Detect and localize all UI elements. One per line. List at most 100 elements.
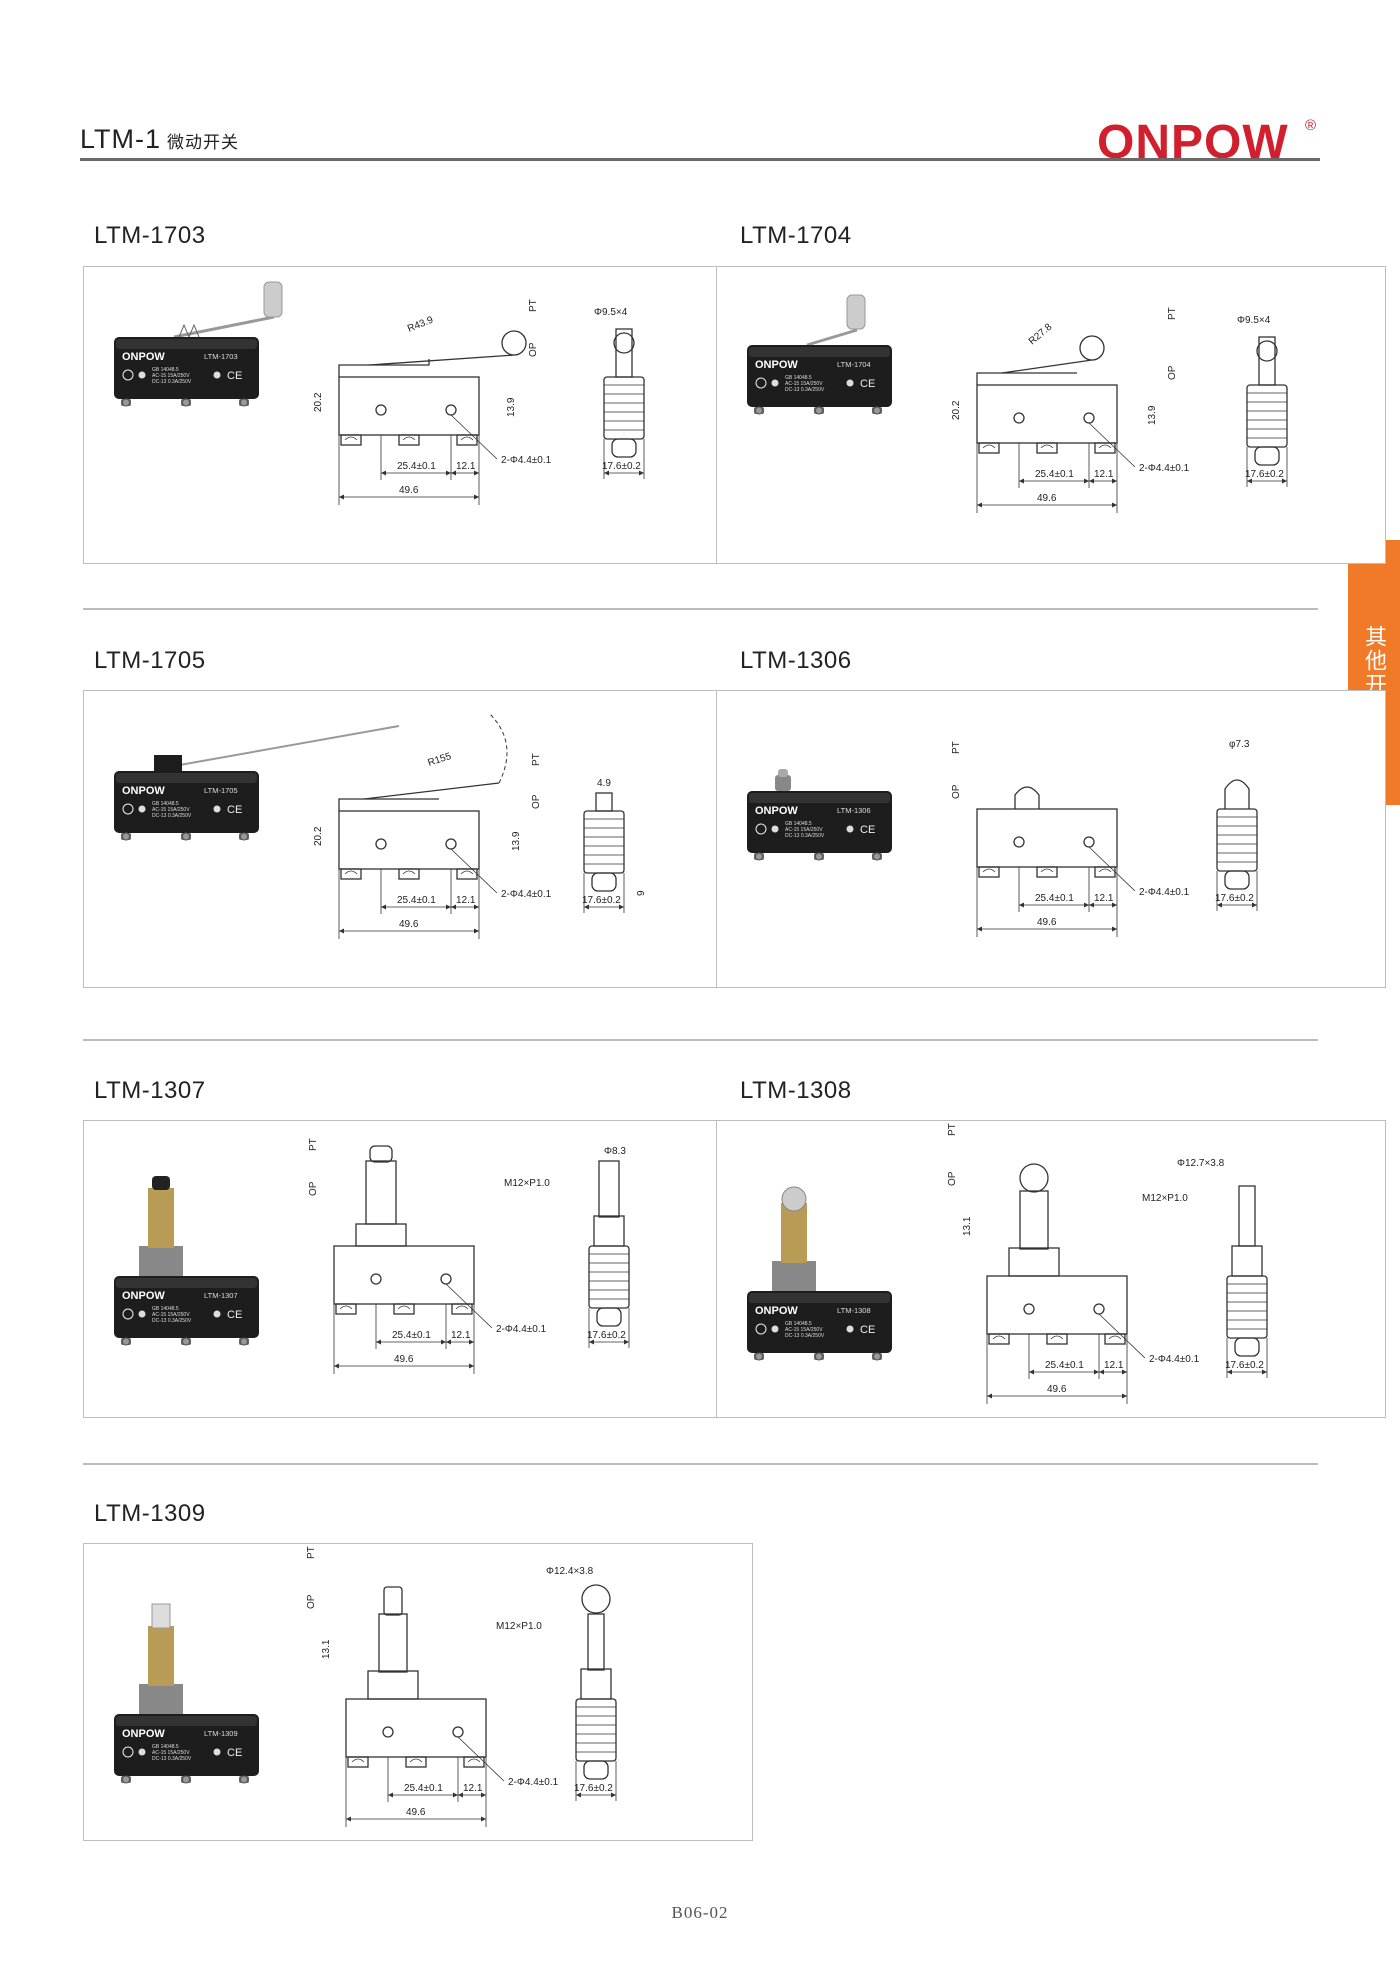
- dimension-label: Φ8.3: [604, 1146, 626, 1157]
- product-title: LTM-1309: [94, 1500, 206, 1527]
- body-std: GB 14048.5: [152, 1306, 179, 1312]
- ccc-mark: [122, 369, 134, 381]
- dimension-label: OP: [306, 1594, 317, 1609]
- ce-mark: CE: [227, 804, 242, 816]
- dimension-label: R27.8: [1027, 321, 1055, 347]
- dimension-label: 12.1: [463, 1783, 483, 1794]
- body-std: GB 14048.5: [785, 821, 812, 827]
- dimension-label: OP: [308, 1181, 319, 1196]
- dimension-label: 12.1: [1094, 469, 1114, 480]
- dimension-label: 9: [636, 890, 647, 896]
- ce-mark: CE: [860, 1324, 875, 1336]
- body-dc: DC-13 0.3A/250V: [152, 1756, 192, 1762]
- body-dc: DC-13 0.3A/250V: [785, 387, 825, 393]
- dimension-label: 12.1: [451, 1330, 471, 1341]
- body-std: GB 14048.5: [785, 1321, 812, 1327]
- body-ac: AC-15 15A/250V: [152, 1312, 190, 1318]
- logo-text: ONPOW: [1097, 116, 1289, 164]
- ccc-mark: [122, 1746, 134, 1758]
- dimension-label: OP: [531, 794, 542, 809]
- dimension-label: 25.4±0.1: [1045, 1360, 1084, 1371]
- body-brand: ONPOW: [755, 1305, 798, 1317]
- product-title: LTM-1308: [740, 1077, 852, 1104]
- series-model: LTM-1: [80, 124, 162, 154]
- dimension-label: 13.1: [962, 1216, 973, 1236]
- dimension-label: φ7.3: [1229, 739, 1250, 750]
- body-ac: AC-15 15A/250V: [785, 1327, 823, 1333]
- body-std: GB 14048.5: [152, 801, 179, 807]
- dimension-label: 20.2: [951, 400, 962, 420]
- dimension-label: 49.6: [394, 1354, 414, 1365]
- dimension-label: 25.4±0.1: [404, 1783, 443, 1794]
- body-brand: ONPOW: [122, 1728, 165, 1740]
- body-ac: AC-15 15A/250V: [152, 373, 190, 379]
- dimension-label: 49.6: [399, 919, 419, 930]
- dimension-label: 13.9: [1147, 405, 1158, 425]
- ce-mark: CE: [227, 1309, 242, 1321]
- dimension-label: M12×P1.0: [1142, 1193, 1188, 1204]
- dimension-label: PT: [528, 299, 539, 312]
- dimension-label: 49.6: [399, 485, 419, 496]
- dimension-label: 25.4±0.1: [397, 461, 436, 472]
- body-dc: DC-13 0.3A/250V: [152, 379, 192, 385]
- dimension-label: 2-Φ4.4±0.1: [496, 1324, 547, 1335]
- ccc-mark: [755, 823, 767, 835]
- dimension-label: 2-Φ4.4±0.1: [1139, 887, 1190, 898]
- dimension-label: 49.6: [1037, 493, 1057, 504]
- body-brand: ONPOW: [755, 359, 798, 371]
- dimension-label: 13.9: [511, 831, 522, 851]
- dimension-label: 25.4±0.1: [1035, 469, 1074, 480]
- body-model: LTM-1704: [837, 360, 871, 369]
- ce-mark: CE: [860, 824, 875, 836]
- product-title: LTM-1306: [740, 647, 852, 674]
- dimension-label: OP: [947, 1171, 958, 1186]
- dimension-label: 25.4±0.1: [392, 1330, 431, 1341]
- body-model: LTM-1705: [204, 786, 238, 795]
- dimension-label: 12.1: [456, 461, 476, 472]
- product-title: LTM-1704: [740, 222, 852, 249]
- dimension-label: R155: [427, 751, 454, 769]
- dimension-label: 25.4±0.1: [1035, 893, 1074, 904]
- dimension-label: PT: [306, 1546, 317, 1559]
- body-model: LTM-1307: [204, 1291, 238, 1300]
- dimension-label: OP: [1167, 365, 1178, 380]
- dimension-label: Φ12.7×3.8: [1177, 1158, 1225, 1169]
- dimension-label: 12.1: [456, 895, 476, 906]
- body-std: GB 14048.5: [152, 367, 179, 373]
- dimension-label: 13.1: [321, 1639, 332, 1659]
- ccc-mark: [122, 1308, 134, 1320]
- dimension-label: 20.2: [313, 826, 324, 846]
- body-brand: ONPOW: [122, 785, 165, 797]
- dimension-label: 17.6±0.2: [1225, 1360, 1264, 1371]
- ccc-mark: [755, 1323, 767, 1335]
- row-divider: [83, 1463, 1318, 1465]
- dimension-label: 12.1: [1094, 893, 1114, 904]
- body-std: GB 14048.5: [785, 375, 812, 381]
- body-std: GB 14048.5: [152, 1744, 179, 1750]
- dimension-label: PT: [531, 753, 542, 766]
- dimension-label: PT: [1167, 307, 1178, 320]
- dimension-label: 17.6±0.2: [602, 461, 641, 472]
- dimension-label: PT: [951, 741, 962, 754]
- dimension-label: 4.9: [597, 778, 611, 789]
- body-dc: DC-13 0.3A/250V: [785, 833, 825, 839]
- body-dc: DC-13 0.3A/250V: [785, 1333, 825, 1339]
- dimension-label: Φ9.5×4: [594, 307, 628, 318]
- dimension-label: 49.6: [1037, 917, 1057, 928]
- ce-mark: CE: [860, 378, 875, 390]
